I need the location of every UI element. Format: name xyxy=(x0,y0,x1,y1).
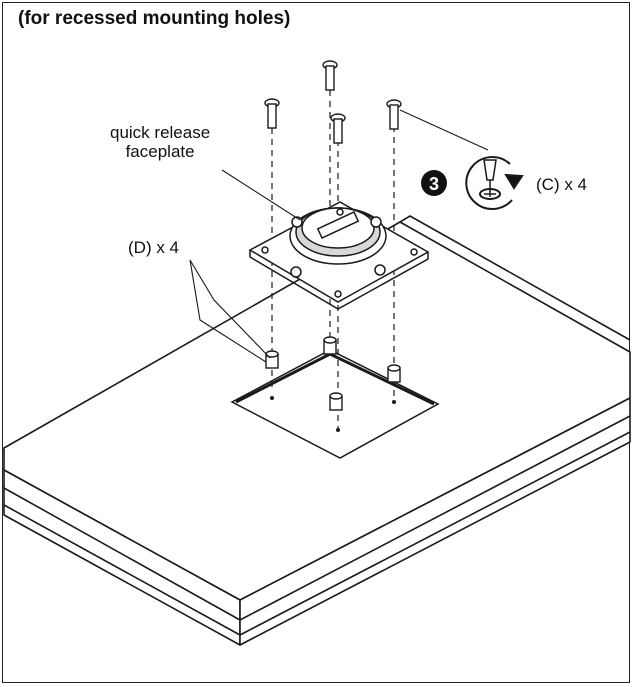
leader-line xyxy=(221,169,301,221)
screw-c xyxy=(264,60,402,144)
screw-count-label: (C) x 4 xyxy=(536,175,587,194)
quick-release-faceplate-label: quick release faceplate xyxy=(110,123,211,161)
spacer-count-label: (D) x 4 xyxy=(128,238,179,257)
page-title: (for recessed mounting holes) xyxy=(18,8,291,29)
leader-line xyxy=(189,259,271,359)
svg-text:3: 3 xyxy=(429,174,439,194)
leader-line xyxy=(189,259,267,363)
tv-panel-side-edge xyxy=(239,397,631,646)
step-number-badge: 3 xyxy=(421,170,447,196)
screwdriver-rotate-icon xyxy=(465,156,524,210)
quick-release-faceplate xyxy=(248,201,430,310)
leader-line xyxy=(399,109,489,151)
